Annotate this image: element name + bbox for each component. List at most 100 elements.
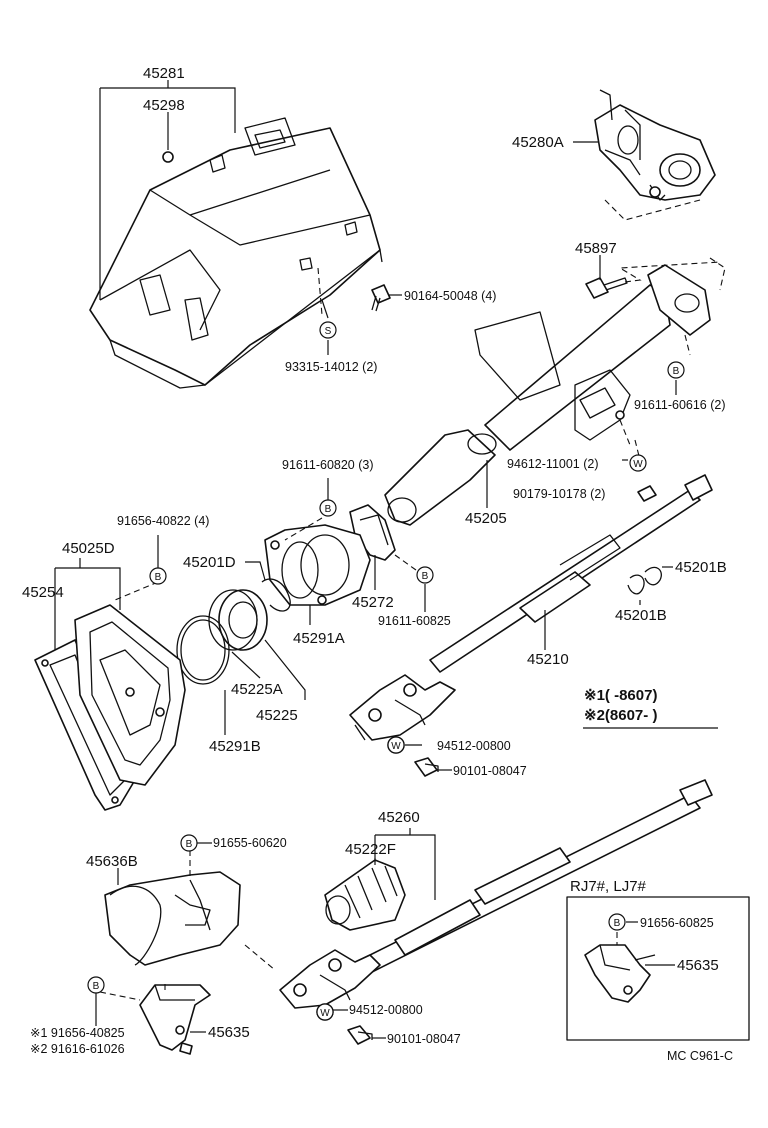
lower-tube-45205 [384,429,497,526]
nut-90179 [637,485,657,502]
label-91611-60825: 91611-60825 [378,614,451,628]
snap-ring-45201B-a [644,566,662,586]
ring-45291B [176,615,230,685]
badge-w-94512-b: W [316,1003,334,1021]
label-45272: 45272 [352,594,394,611]
guide-91611-60820 [284,517,323,541]
badge-b-91656-60825: B [608,913,626,931]
ignition-lock-housing [594,89,716,201]
doc-code: MC C961-C [667,1049,733,1063]
svg-text:B: B [325,504,332,515]
leader-45281 [99,80,236,300]
label-45201B-a: 45201B [675,559,727,576]
label-45205: 45205 [465,510,507,527]
steering-shaft-45210 [429,474,713,673]
badge-b-91611-60825: B [416,566,434,584]
leader-93315 [321,299,329,355]
snap-ring-45201B-b [627,574,645,595]
bolt-90101-a [414,757,439,777]
label-94612-11001: 94612-11001 (2) [507,457,599,471]
guide-tube-brackets [619,419,641,461]
label-45897: 45897 [575,240,617,257]
column-tube [474,264,711,451]
bolt-90101-b [347,1025,373,1045]
badge-b-91656-40825: B [87,976,105,994]
label-91616-61026: ※2 91616-61026 [30,1042,125,1056]
label-91656-40822: 91656-40822 (4) [117,514,209,528]
retainer-45291A [264,524,371,606]
svg-text:W: W [633,459,643,470]
inset-title: RJ7#, LJ7# [570,878,647,895]
guide-lower-joint [244,944,276,971]
bolt-90164 [371,284,391,312]
label-45635-inset: 45635 [677,957,719,974]
badge-b-91655: B [180,834,198,852]
guide-91611-60825 [394,554,417,571]
label-45025D: 45025D [62,540,115,557]
bearing-45225A [208,589,268,651]
label-45291A: 45291A [293,630,345,647]
svg-text:B: B [673,366,680,377]
label-45201B-b: 45201B [615,607,667,624]
svg-text:B: B [422,571,429,582]
svg-text:B: B [614,918,621,929]
label-45225: 45225 [256,707,298,724]
leader-45225 [224,639,306,735]
leader-45201D [245,561,266,581]
badge-s-93315: S [319,321,337,339]
label-91611-60616: 91611-60616 (2) [634,398,726,412]
svg-text:B: B [186,839,193,850]
label-94512-00800-a: 94512-00800 [437,739,511,753]
guide-housing [604,199,701,221]
legend-row-2: ※2(8607- ) [584,707,657,724]
label-90101-08047-b: 90101-08047 [387,1032,461,1046]
label-45280A: 45280A [512,134,564,151]
svg-text:S: S [325,326,332,337]
badge-w-94512-a: W [387,736,405,754]
svg-text:W: W [320,1008,330,1019]
badge-b-91611-60820: B [319,499,337,517]
bolt-45897 [585,277,628,299]
badge-w-94612: W [629,454,647,472]
label-45201D: 45201D [183,554,236,571]
label-94512-00800-b: 94512-00800 [349,1003,423,1017]
badge-b-91656-40822: B [149,567,167,585]
legend-row-1: ※1( -8607) [584,687,657,704]
svg-text:B: B [93,981,100,992]
leader-45025D [54,558,121,650]
label-45254: 45254 [22,584,64,601]
label-91656-60825: 91656-60825 [640,916,714,930]
label-90164-50048: 90164-50048 (4) [404,289,496,303]
label-45210: 45210 [527,651,569,668]
inset-bracket-45635 [584,944,656,1003]
guide-bracket [99,980,166,1001]
label-45636B: 45636B [86,853,138,870]
badge-b-91611-60616: B [667,361,685,379]
inset-box [566,896,750,1041]
label-93315-14012: 93315-14012 (2) [285,360,377,374]
guide-plate [114,581,159,601]
intermediate-shaft-45260 [359,779,713,973]
cover-45636B [104,871,241,966]
ring-45201D [261,578,291,612]
svg-text:B: B [155,572,162,583]
guide-tube-right [684,257,726,356]
label-45225A: 45225A [231,681,283,698]
label-90101-08047-a: 90101-08047 [453,764,527,778]
label-91656-40825: ※1 91656-40825 [30,1026,125,1040]
column-cover-part [89,117,383,389]
label-45222F: 45222F [345,841,396,858]
universal-joint-lower [279,949,381,1009]
label-45260: 45260 [378,809,420,826]
bracket-45635 [139,984,211,1055]
label-45298: 45298 [143,97,185,114]
label-45635: 45635 [208,1024,250,1041]
label-45281: 45281 [143,65,185,82]
leader-45260 [374,828,436,900]
boot-45222F [324,859,406,931]
label-91655-60620: 91655-60620 [213,836,287,850]
plate-45025D [74,604,186,786]
svg-text:W: W [391,741,401,752]
universal-joint-upper [349,674,456,741]
